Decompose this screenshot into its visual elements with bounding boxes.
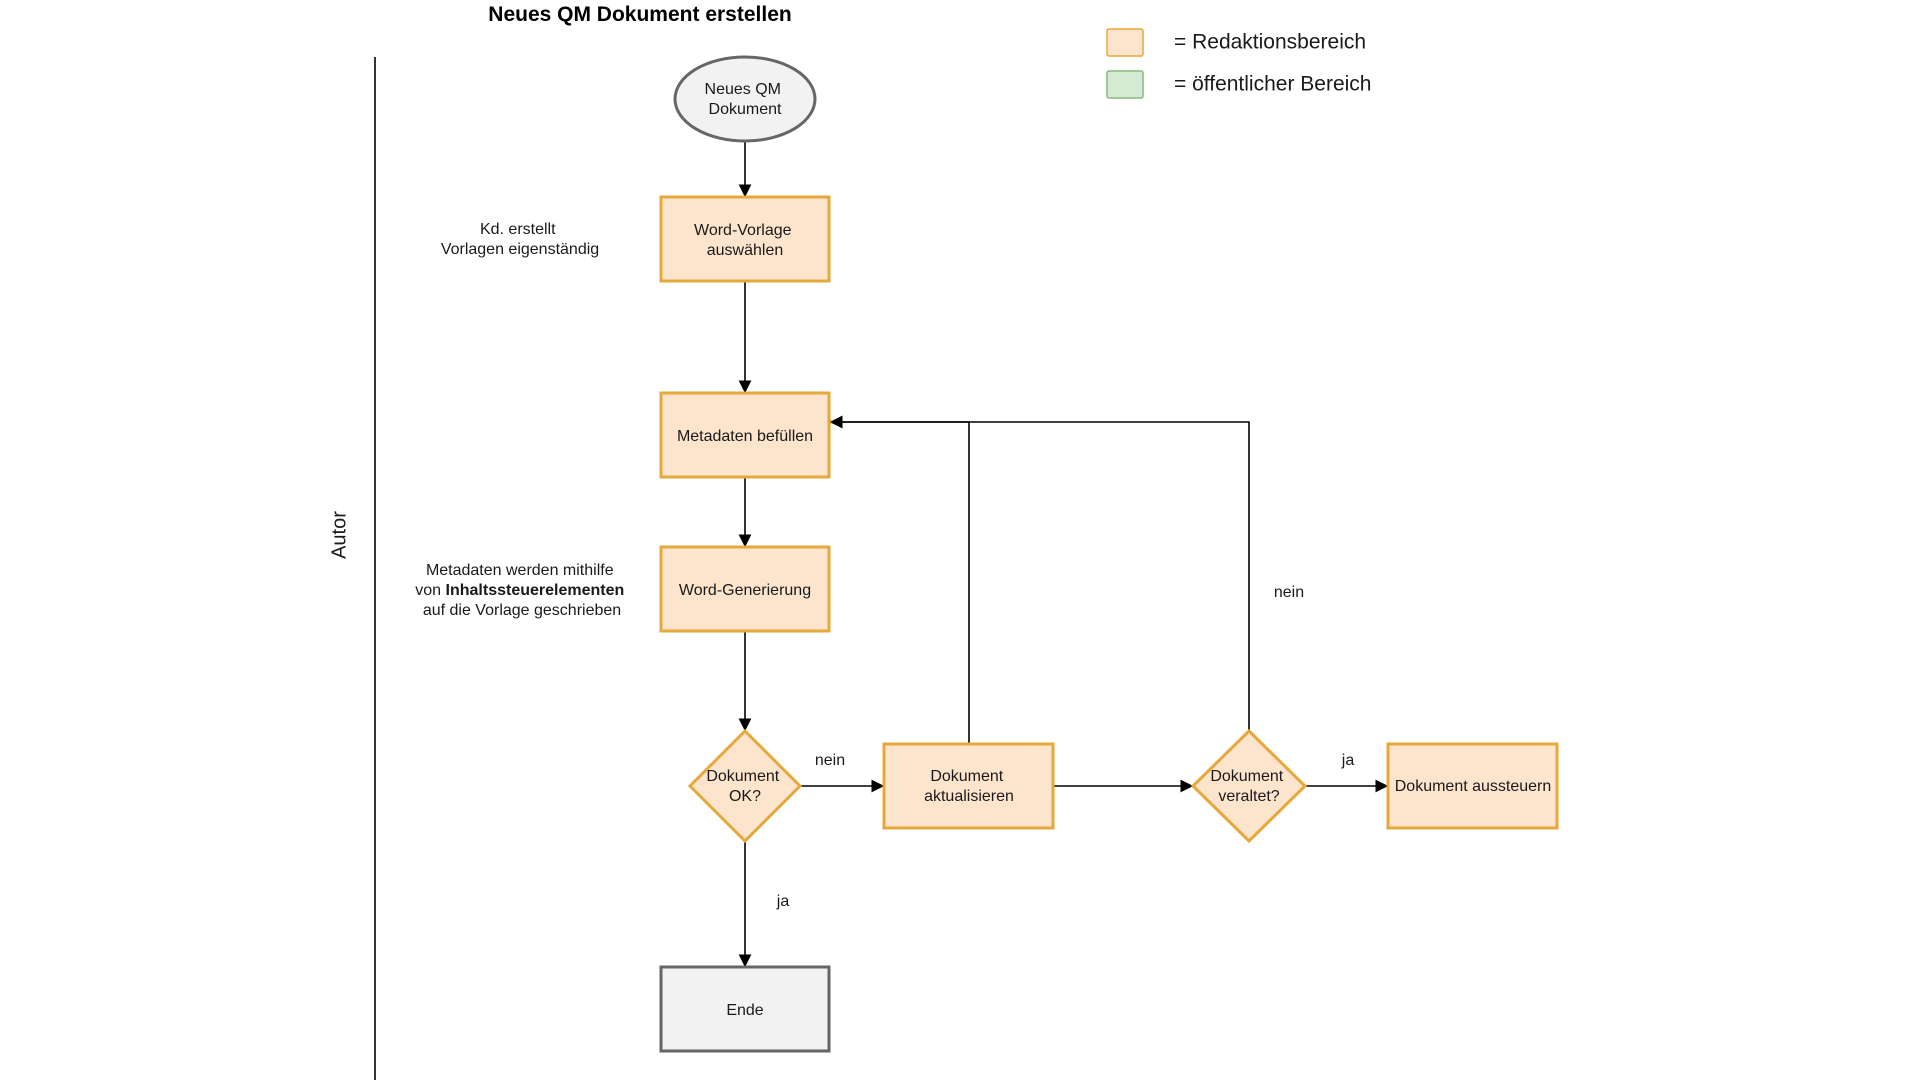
node-word-vorlage[interactable]: Word-Vorlage auswählen: [659, 195, 831, 283]
node-dokument-veraltet-decision[interactable]: Dokument veraltet?: [1190, 728, 1308, 844]
edge-label-ok-nein: nein: [815, 752, 845, 769]
edge-label-ok-ja: ja: [776, 893, 790, 910]
word-vorlage-label: Word-Vorlage auswählen: [694, 222, 796, 259]
word-generierung-box: [659, 545, 831, 633]
note-metadaten-prefix: von: [415, 582, 445, 599]
legend-label-oeffentlicher-bereich: = öffentlicher Bereich: [1174, 73, 1371, 96]
node-dokument-aussteuern[interactable]: Dokument aussteuern: [1386, 742, 1559, 830]
ende-box: [659, 965, 831, 1053]
dokument-ok-diamond: [687, 728, 803, 844]
dokument-veraltet-diamond: [1190, 728, 1308, 844]
node-ende[interactable]: Ende: [659, 965, 831, 1053]
word-generierung-label: Word-Generierung: [679, 582, 811, 599]
node-word-generierung[interactable]: Word-Generierung: [659, 545, 831, 633]
legend-label-redaktionsbereich: = Redaktionsbereich: [1174, 31, 1366, 54]
dokument-veraltet-label: Dokument veraltet?: [1210, 768, 1287, 805]
edge-aktualisieren-to-metadaten: [829, 415, 970, 743]
note-metadaten-bold: Inhaltssteuerelementen: [446, 582, 625, 599]
node-start[interactable]: Neues QM Dokument: [673, 55, 817, 143]
node-dokument-aktualisieren[interactable]: Dokument aktualisieren: [882, 742, 1055, 830]
diagram-title: Neues QM Dokument erstellen: [488, 3, 791, 26]
dokument-ok-label: Dokument OK?: [706, 768, 783, 805]
metadaten-box: [659, 391, 831, 479]
dokument-aussteuern-label: Dokument aussteuern: [1395, 778, 1552, 795]
ende-label: Ende: [726, 1002, 763, 1019]
legend-swatch-redaktionsbereich: [1106, 28, 1144, 57]
legend-swatch-oeffentlicher-bereich: [1106, 70, 1144, 99]
start-ellipse: [673, 55, 817, 143]
edges: [738, 142, 1389, 968]
metadaten-label: Metadaten befüllen: [677, 428, 813, 445]
note-metadaten: Metadaten werden mithilfe von Inhaltsste…: [415, 562, 628, 619]
dokument-aktualisieren-box: [882, 742, 1055, 830]
dokument-aussteuern-box: [1386, 742, 1559, 830]
node-metadaten-befuellen[interactable]: Metadaten befüllen: [659, 391, 831, 479]
edge-label-veraltet-ja: ja: [1341, 752, 1355, 769]
node-dokument-ok-decision[interactable]: Dokument OK?: [687, 728, 803, 844]
edge-veraltet-nein-to-metadaten: [829, 415, 1250, 730]
dokument-aktualisieren-label: Dokument aktualisieren: [924, 768, 1014, 805]
lane-label-autor: Autor: [328, 511, 350, 559]
word-vorlage-box: [659, 195, 831, 283]
legend: = Redaktionsbereich = öffentlicher Berei…: [1106, 28, 1371, 99]
note-vorlagen: Kd. erstellt Vorlagen eigenständig: [441, 221, 599, 258]
start-label: Neues QM Dokument: [705, 81, 786, 118]
edge-label-veraltet-nein: nein: [1274, 584, 1304, 601]
